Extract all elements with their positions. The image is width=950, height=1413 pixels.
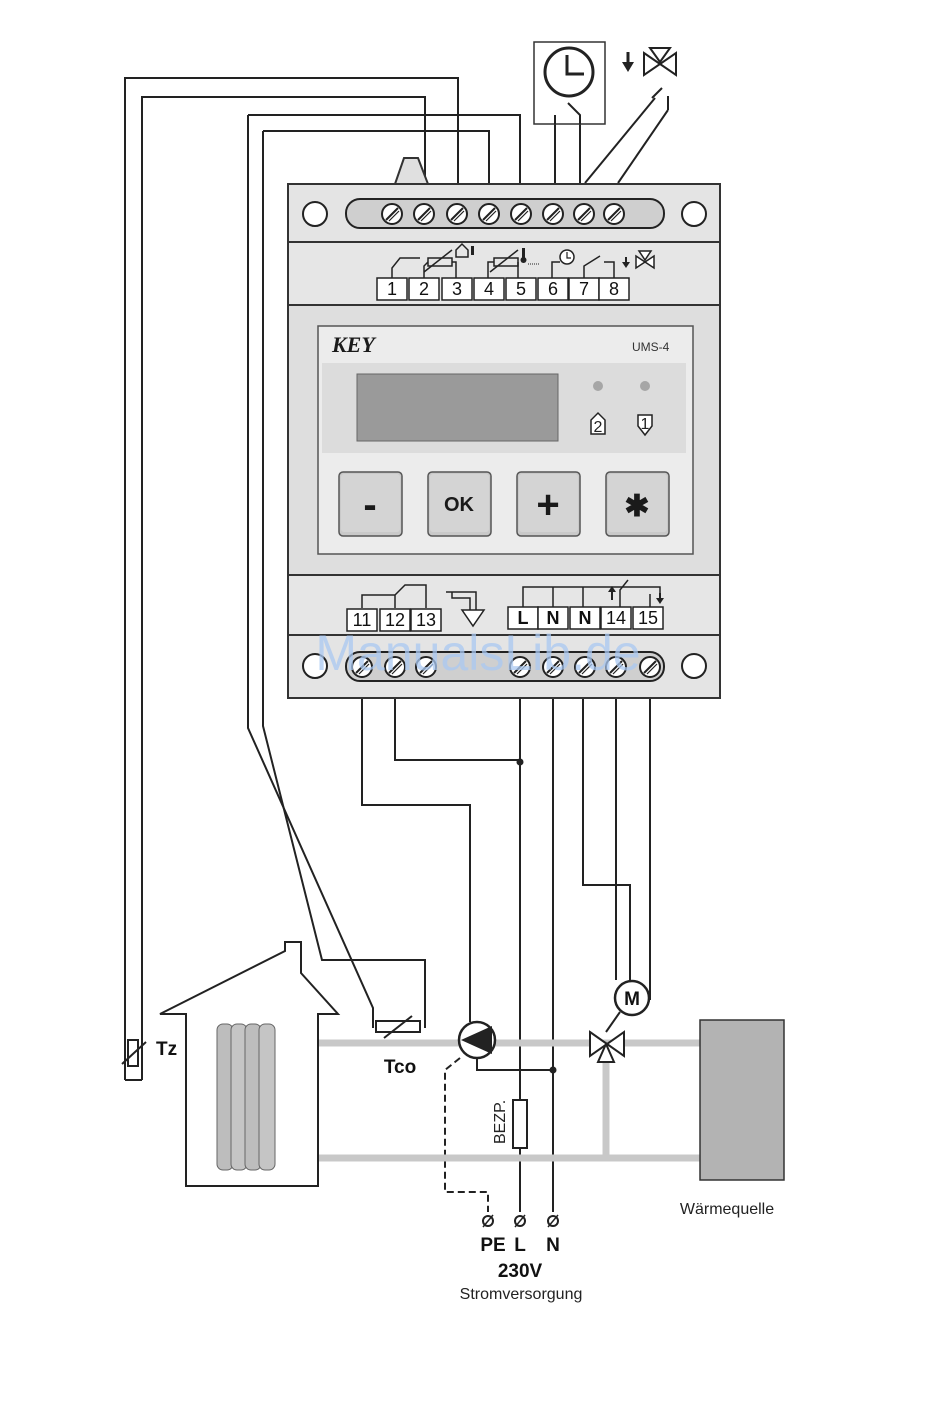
heat-source: Wärmequelle: [680, 1020, 784, 1218]
terminal-number: 4: [484, 279, 494, 299]
terminal-screw: [447, 204, 467, 224]
n-terminal: N: [546, 1215, 560, 1256]
led-indicator-2: [593, 381, 603, 391]
terminal-number: 5: [516, 279, 526, 299]
terminal-screw: [382, 204, 402, 224]
terminal-number: 2: [419, 279, 429, 299]
terminal-number: 15: [638, 608, 658, 628]
heat-source-label: Wärmequelle: [680, 1201, 774, 1218]
minus-button[interactable]: -: [339, 472, 402, 536]
led-indicator-1: [640, 381, 650, 391]
terminal-label: 4: [474, 278, 504, 300]
radiator: [217, 1024, 275, 1170]
three-way-valve: [590, 1032, 624, 1062]
fuse: BEZP.: [492, 1100, 527, 1148]
terminal-label: 1: [377, 278, 407, 300]
ok-button[interactable]: OK: [428, 472, 491, 536]
mounting-hole: [303, 202, 327, 226]
led-label-2: 2: [594, 419, 603, 436]
terminal-label: 5: [506, 278, 536, 300]
valve-motor: M: [606, 980, 650, 1032]
timer-switch: [534, 42, 605, 124]
power-supply-terminals: PE L N 230V Stromversorgung: [460, 1215, 583, 1303]
plus-button[interactable]: +: [517, 472, 580, 536]
motor-label: M: [624, 989, 640, 1010]
terminal-number: 1: [387, 279, 397, 299]
star-button[interactable]: ✱: [606, 472, 669, 536]
watermark: ManualsLib.de: [315, 625, 640, 681]
clock-icon: [545, 48, 593, 96]
terminal-screw: [511, 204, 531, 224]
minus-label: -: [363, 483, 376, 527]
mounting-hole: [682, 654, 706, 678]
terminal-label: 6: [538, 278, 568, 300]
valve-symbol-top: [622, 48, 676, 110]
terminal-number: 6: [548, 279, 558, 299]
n-label: N: [546, 1235, 560, 1256]
brand-logo: KEY: [331, 332, 377, 357]
flow-temperature-sensor: Tco: [376, 1016, 420, 1078]
terminal-screw: [479, 204, 499, 224]
terminal-screw: [574, 204, 594, 224]
fuse-label: BEZP.: [492, 1100, 509, 1144]
flow-sensor-label: Tco: [384, 1057, 416, 1078]
terminal-number: 8: [609, 279, 619, 299]
ok-label: OK: [444, 494, 475, 516]
terminal-label: 2: [409, 278, 439, 300]
terminal-screw: [543, 204, 563, 224]
circulation-pump: [459, 1022, 495, 1058]
model-label: UMS-4: [632, 340, 670, 354]
led-label-1: 1: [641, 416, 650, 433]
terminal-screw: [604, 204, 624, 224]
room-temperature-sensor: Tz: [122, 1039, 177, 1066]
supply-label: Stromversorgung: [460, 1286, 583, 1303]
terminal-label: 3: [442, 278, 472, 300]
terminal-number: 7: [579, 279, 589, 299]
lcd-display: [357, 374, 558, 441]
mounting-hole: [682, 202, 706, 226]
l-label: L: [514, 1235, 526, 1256]
terminal-number: 3: [452, 279, 462, 299]
hydraulic-circuit: [278, 1043, 700, 1158]
plus-label: +: [536, 483, 559, 527]
terminal-label: 8: [599, 278, 629, 300]
house: [160, 942, 338, 1186]
voltage-label: 230V: [498, 1261, 543, 1282]
room-sensor-label: Tz: [156, 1039, 177, 1060]
terminal-screw: [414, 204, 434, 224]
star-label: ✱: [624, 490, 649, 523]
terminal-label: 7: [569, 278, 599, 300]
pe-terminal: PE: [480, 1215, 505, 1256]
pe-label: PE: [480, 1235, 505, 1256]
terminal-screw: [640, 657, 660, 677]
l-terminal: L: [514, 1215, 526, 1256]
